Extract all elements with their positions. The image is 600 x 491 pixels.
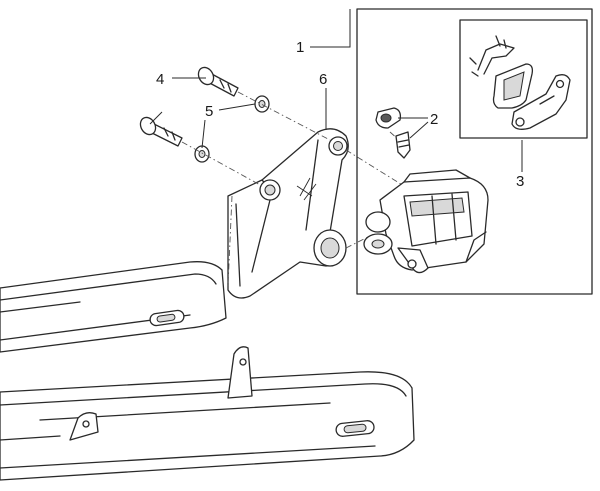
pad-spring-clip bbox=[469, 35, 515, 77]
callout-4: 4 bbox=[156, 71, 164, 88]
bleed-screw-cap bbox=[375, 107, 402, 129]
leader-lines bbox=[149, 9, 523, 172]
callout-6: 6 bbox=[319, 71, 327, 88]
assembly-axis-lines bbox=[181, 91, 411, 287]
bleed-screw bbox=[395, 131, 411, 159]
callout-1: 1 bbox=[296, 39, 304, 56]
brake-pads-kit-frame bbox=[459, 19, 588, 139]
caliper-bracket bbox=[227, 128, 349, 299]
pad-retaining-plate bbox=[511, 74, 571, 130]
brake-pad bbox=[492, 63, 534, 109]
bolt-lower bbox=[139, 116, 183, 147]
bolt-upper bbox=[197, 66, 239, 97]
washer-lower bbox=[194, 145, 210, 163]
swingarm bbox=[0, 261, 415, 481]
callout-3: 3 bbox=[516, 173, 524, 190]
callout-2: 2 bbox=[430, 111, 438, 128]
callout-5: 5 bbox=[205, 103, 213, 120]
caliper-assembly-frame bbox=[356, 8, 593, 295]
washer-upper bbox=[254, 95, 270, 113]
brake-caliper bbox=[363, 169, 489, 274]
